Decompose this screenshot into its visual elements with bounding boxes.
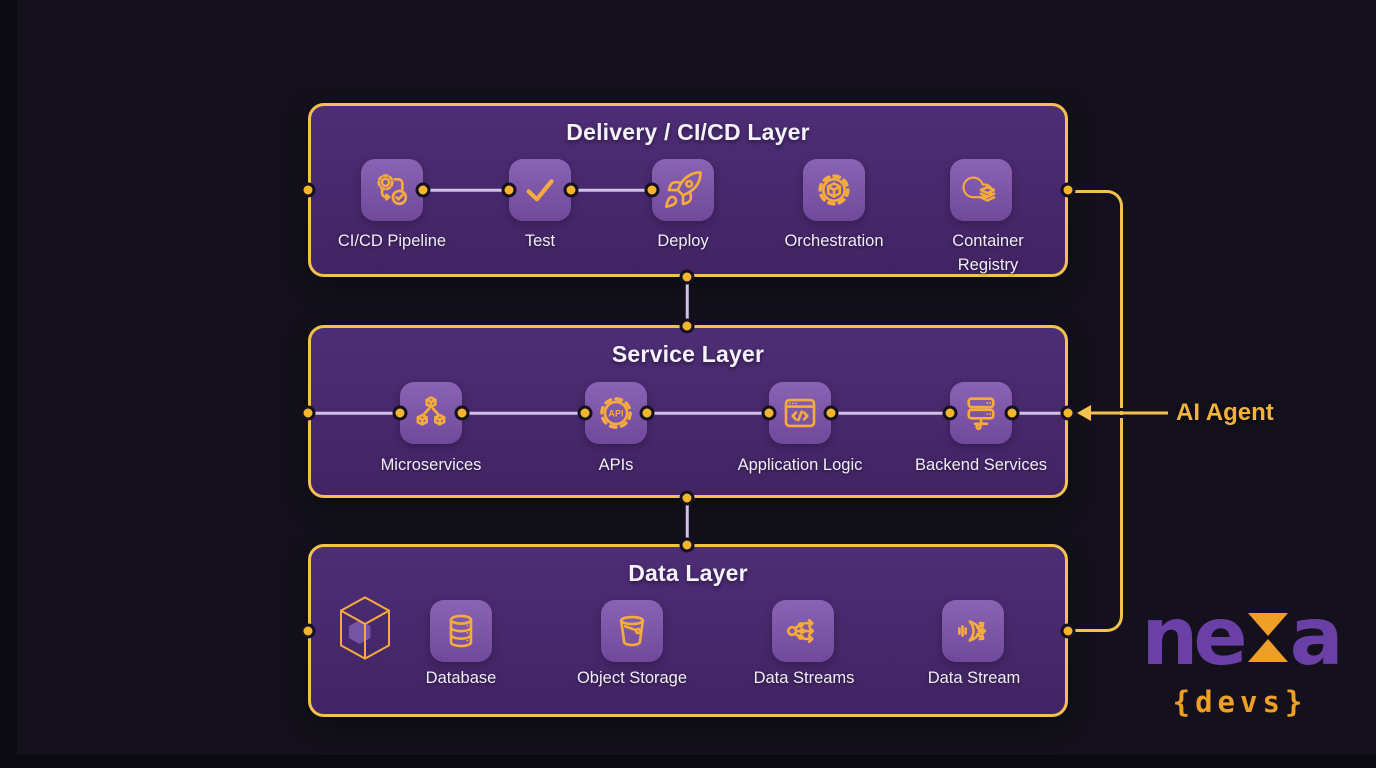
edge-dot [300, 182, 316, 198]
node-label-data-stream: Data Stream [927, 669, 1021, 687]
object-storage-bucket-icon [619, 615, 645, 647]
node-object-storage [601, 600, 663, 662]
service-layer-title: Service Layer [611, 341, 765, 367]
deploy-rocket-icon [665, 171, 702, 208]
layer-link-dot [679, 318, 695, 334]
connector-dot [392, 405, 408, 421]
data-layer-title: Data Layer [628, 560, 748, 586]
connector-line [1012, 411, 1068, 415]
node-deploy [652, 159, 714, 221]
node-data-streams [772, 600, 834, 662]
node-container-registry [950, 159, 1012, 221]
node-label-backend-services: Backend Services [914, 456, 1048, 474]
node-label-cicd-pipeline: CI/CD Pipeline [337, 232, 447, 250]
connector-dot [761, 405, 777, 421]
connector-dot [563, 182, 579, 198]
ai-agent-arrow-line [1086, 411, 1168, 415]
connector-line [308, 411, 400, 415]
ai-agent-bracket [1068, 190, 1123, 632]
edge-dot [1060, 182, 1076, 198]
connector-line [647, 411, 769, 415]
connector-dot [577, 405, 593, 421]
ai-agent-label: AI Agent [1176, 399, 1274, 426]
node-application-logic [769, 382, 831, 444]
connector-dot [823, 405, 839, 421]
connector-line [423, 188, 509, 192]
connector-line [571, 188, 652, 192]
node-label-object-storage: Object Storage [576, 669, 688, 687]
connector-dot [1004, 405, 1020, 421]
data-cube-3d-icon [340, 596, 390, 660]
node-label-apis: APIs [598, 456, 634, 474]
node-cicd-pipeline [361, 159, 423, 221]
node-label-deploy: Deploy [657, 232, 709, 250]
data-stream-funnel-icon [958, 620, 987, 642]
connector-line [462, 411, 585, 415]
node-apis: API [585, 382, 647, 444]
node-label-microservices: Microservices [380, 456, 482, 474]
logo-x-triangles-icon [1247, 612, 1288, 662]
api-icon-text: API [608, 408, 623, 418]
layer-link-dot [679, 269, 695, 285]
backend-services-server-icon [967, 397, 995, 431]
node-label-orchestration: Orchestration [784, 232, 884, 250]
nexa-wordmark: ne a [1134, 597, 1346, 677]
node-label-test: Test [524, 232, 556, 250]
connector-line [831, 411, 950, 415]
microservices-cubes-icon [416, 396, 446, 426]
container-registry-cloud-icon [962, 176, 996, 202]
node-label-application-logic: Application Logic [737, 456, 863, 474]
connector-dot [415, 182, 431, 198]
node-label-database: Database [425, 669, 497, 687]
test-check-icon [526, 179, 554, 202]
cicd-pipeline-icon [377, 174, 408, 206]
node-data-stream [942, 600, 1004, 662]
edge-dot [300, 623, 316, 639]
layer-link-dot [679, 537, 695, 553]
application-logic-window-icon [784, 398, 816, 428]
connector-dot [644, 182, 660, 198]
ai-agent-arrowhead-icon [1077, 405, 1091, 421]
node-microservices [400, 382, 462, 444]
connector-dot [639, 405, 655, 421]
nexa-devs-logo: ne a {devs} [1134, 597, 1346, 720]
connector-dot [942, 405, 958, 421]
delivery-layer-title: Delivery / CI/CD Layer [566, 119, 810, 145]
edge-dot [1060, 623, 1076, 639]
node-orchestration [803, 159, 865, 221]
edge-dot [300, 405, 316, 421]
inter-layer-connector [685, 280, 689, 324]
database-cylinder-icon [449, 614, 473, 648]
orchestration-gear-cube-icon [818, 174, 850, 206]
connector-dot [454, 405, 470, 421]
inter-layer-connector [685, 500, 689, 544]
left-edge-strip [0, 0, 17, 768]
logo-prefix: ne [1141, 590, 1247, 683]
bottom-edge-strip [0, 755, 1376, 768]
node-label-container-registry: Container Registry [952, 232, 1024, 274]
edge-dot [1060, 405, 1076, 421]
logo-suffix: a [1289, 590, 1344, 683]
node-database [430, 600, 492, 662]
api-gear-icon: API [600, 397, 632, 429]
connector-dot [501, 182, 517, 198]
node-test [509, 159, 571, 221]
devs-wordmark: {devs} [1172, 685, 1308, 719]
node-label-data-streams: Data Streams [753, 669, 855, 687]
node-backend-services [950, 382, 1012, 444]
data-streams-branch-icon [786, 619, 815, 643]
layer-link-dot [679, 490, 695, 506]
